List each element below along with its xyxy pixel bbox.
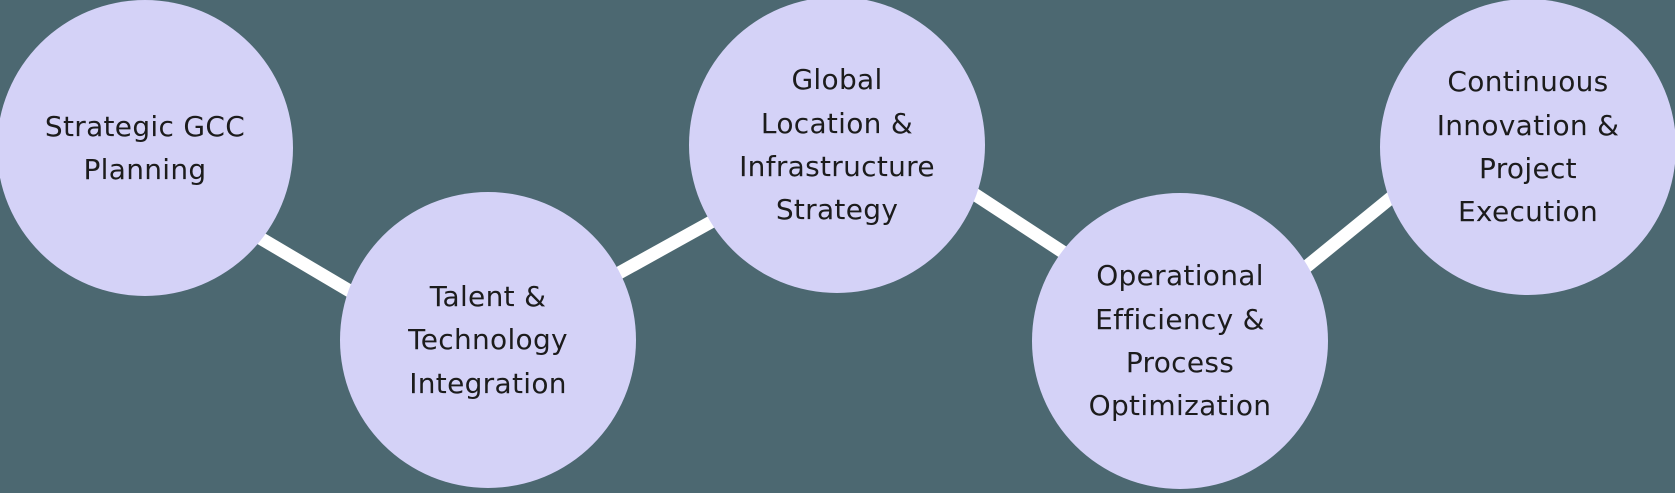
node-label: Global Location & Infrastructure Strateg… [739, 63, 935, 227]
node-label: Talent & Technology Integration [408, 279, 568, 400]
node-strategic-gcc-planning: Strategic GCC Planning [0, 0, 293, 296]
node-global-location-infrastructure-strategy: Global Location & Infrastructure Strateg… [689, 0, 985, 293]
node-operational-efficiency-process-optimization: Operational Efficiency & Process Optimiz… [1032, 193, 1328, 489]
node-label: Strategic GCC Planning [44, 109, 246, 186]
node-talent-technology-integration: Talent & Technology Integration [340, 192, 636, 488]
node-continuous-innovation-project-execution: Continuous Innovation & Project Executio… [1380, 0, 1675, 295]
connector-line-1-2 [251, 229, 369, 306]
node-label: Operational Efficiency & Process Optimiz… [1088, 259, 1272, 423]
connector-line-4-5 [1290, 186, 1403, 282]
connector-line-3-4 [961, 182, 1079, 266]
node-label: Continuous Innovation & Project Executio… [1436, 65, 1620, 229]
connector-line-2-3 [606, 211, 724, 284]
